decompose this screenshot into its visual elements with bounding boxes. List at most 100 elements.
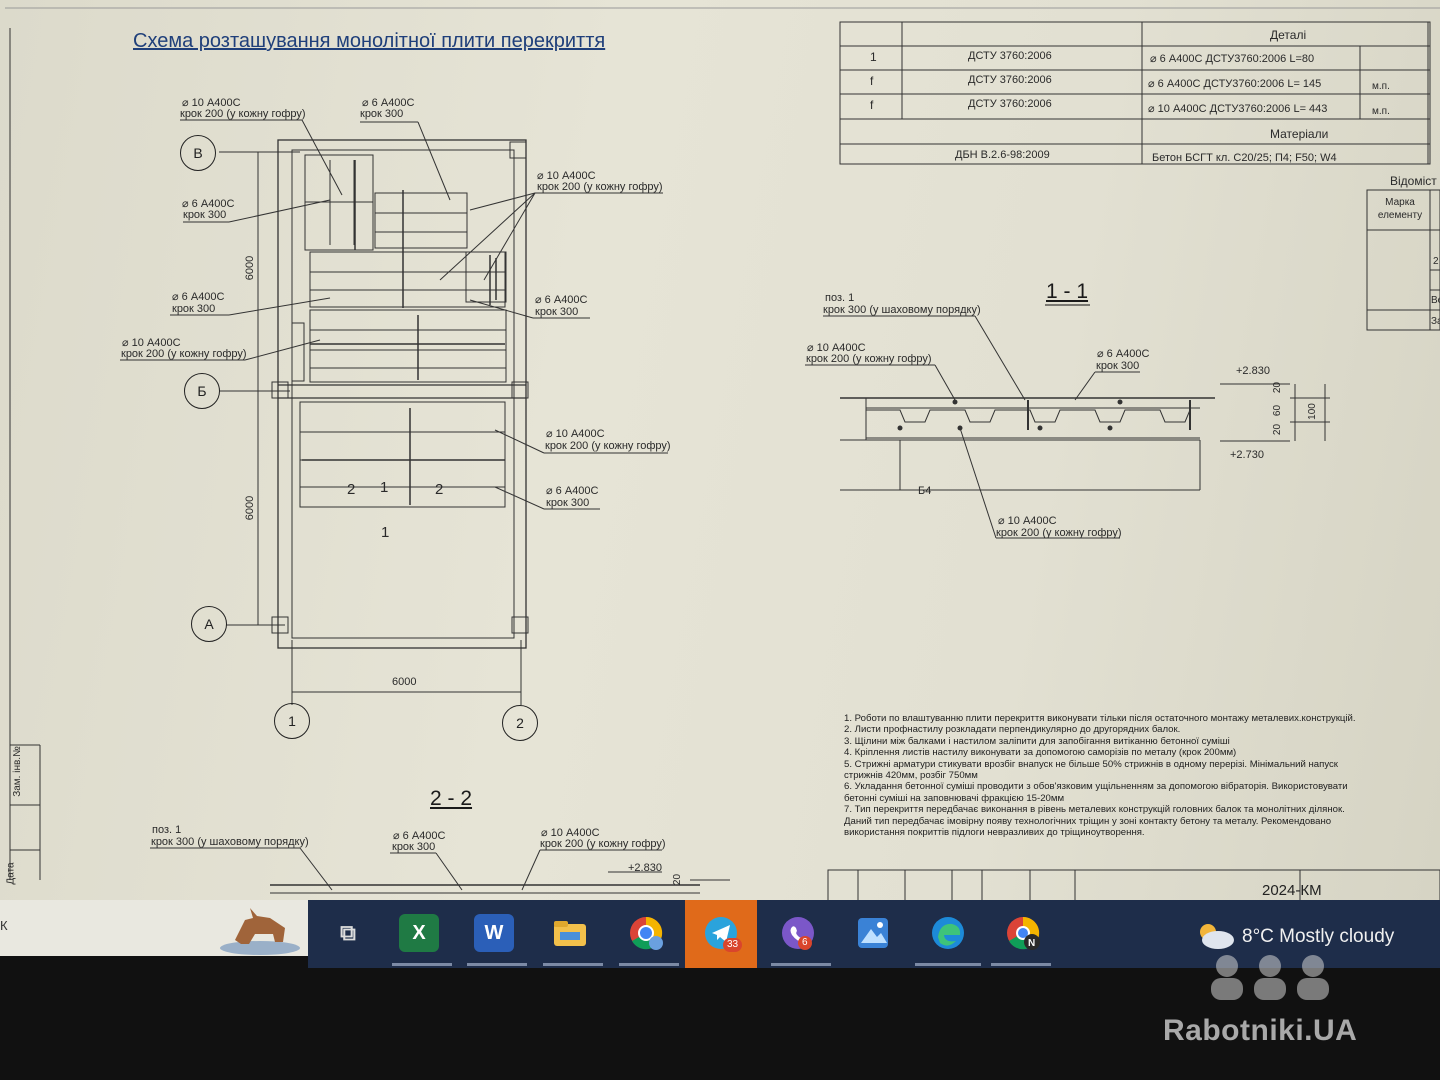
plan-label-8a: ⌀ 10 А400С (546, 428, 605, 440)
plan-label-8b: крок 200 (у кожну гофру) (545, 440, 671, 452)
plan-label-4a: ⌀ 6 А400С (182, 198, 235, 210)
axis-bubble-2: 2 (502, 705, 538, 741)
section-mark-2-right: 2 (435, 481, 444, 498)
s11-label-beam: Б4 (918, 485, 932, 497)
s11-dim-100: 100 (1306, 403, 1318, 420)
spec-row-3-desc: ⌀ 10 А400С ДСТУ3760:2006 L= 443 (1148, 103, 1328, 115)
side-table-title: Відоміст (1390, 174, 1437, 188)
plan-label-7b: крок 200 (у кожну гофру) (121, 348, 247, 360)
margin-label-inv: Зам. інв.№ (11, 746, 23, 797)
spec-row-1-doc: ДСТУ 3760:2006 (968, 50, 1052, 62)
plan-label-3b: крок 200 (у кожну гофру) (537, 181, 663, 193)
plan-label-1a: ⌀ 10 А400С (182, 97, 241, 109)
spec-row-1-desc: ⌀ 6 А400С ДСТУ3760:2006 L=80 (1150, 53, 1315, 65)
explorer-underline (543, 963, 603, 966)
plan-label-9b: крок 300 (546, 497, 590, 509)
edge-icon[interactable] (928, 914, 968, 952)
plan-label-1b: крок 200 (у кожну гофру) (180, 108, 306, 120)
weather-text[interactable]: 8°C Mostly cloudy (1242, 926, 1395, 947)
s22-label-step-200: крок 200 (у кожну гофру) (540, 838, 666, 850)
spec-header-materials: Матеріали (1270, 127, 1329, 141)
s22-level: +2.830 (628, 862, 662, 874)
side-table-col: Марка елементу (1377, 197, 1423, 221)
svg-text:N: N (1028, 938, 1035, 949)
section-mark-1-lower: 1 (381, 524, 390, 541)
wolf-widget-icon[interactable] (215, 900, 305, 956)
dim-vertical-bottom: 6000 (244, 495, 257, 521)
drawing-title: Схема розташування монолітної плити пере… (133, 30, 606, 52)
plan-label-6a: ⌀ 6 А400С (535, 294, 588, 306)
plan-label-7a: ⌀ 10 А400С (122, 337, 181, 349)
taskbar-widget-area: К (0, 900, 308, 956)
edge-underline (915, 963, 981, 966)
spec-row-1-pos: 1 (870, 50, 877, 64)
weather-icon[interactable] (1192, 918, 1238, 959)
s11-label-step-200b: крок 200 (у кожну гофру) (996, 527, 1122, 539)
note-line: Даний тип передбачає імовірну появу техн… (844, 815, 1332, 827)
drawing-linework (5, 7, 1440, 905)
section-2-2-title: 2 - 2 (430, 787, 473, 810)
axis-bubble-b: Б (184, 373, 220, 409)
chrome-n-icon[interactable]: N (1003, 914, 1043, 952)
spec-material-desc: Бетон БСГТ кл. С20/25; П4; F50; W4 (1152, 152, 1337, 164)
chrome-n-underline (991, 963, 1051, 966)
chrome-underline (619, 963, 679, 966)
note-line: використання покриттів підлоги невразлив… (844, 827, 1145, 839)
margin-label-k: К (0, 918, 8, 933)
spec-row-2-pos: f (870, 74, 874, 88)
s11-dim-20a: 20 (1272, 381, 1284, 394)
plan-label-3a: ⌀ 10 А400С (537, 170, 596, 182)
spec-row-3-doc: ДСТУ 3760:2006 (968, 98, 1052, 110)
general-notes: 1. Роботи по влаштуванню плити перекритт… (844, 713, 1404, 838)
watermark-workers-icon (1211, 955, 1329, 1000)
file-explorer-icon[interactable] (550, 914, 590, 952)
dim-horizontal: 6000 (392, 676, 417, 688)
note-line: 2. Листи профнастилу розкладати перпенди… (844, 724, 1181, 736)
word-underline (467, 963, 527, 966)
spec-row-3-pos: f (870, 98, 874, 112)
s11-level-bottom: +2.730 (1230, 449, 1264, 461)
s11-label-rebar-10b: ⌀ 10 А400С (998, 515, 1057, 527)
side-table-cell-1: 2 (1433, 256, 1439, 267)
s11-label-pos: поз. 1 (825, 292, 855, 304)
viber-underline (771, 963, 831, 966)
s11-label-step-200: крок 200 (у кожну гофру) (806, 353, 932, 365)
note-line: 7. Тип перекриття передбачає виконання в… (844, 804, 1345, 816)
photos-icon[interactable] (853, 914, 893, 952)
task-view-icon[interactable]: ⧉ (340, 920, 356, 945)
spec-material-doc: ДБН В.2.6-98:2009 (955, 149, 1050, 161)
note-line: 4. Кріплення листів настилу виконувати з… (844, 747, 1237, 759)
axis-bubble-v: В (180, 135, 216, 171)
plan-label-9a: ⌀ 6 А400С (546, 485, 599, 497)
watermark-text: Rabotniki.UA (1163, 1014, 1358, 1047)
s11-label-step: крок 300 (у шаховому порядку) (823, 304, 981, 316)
axis-bubble-a: А (191, 606, 227, 642)
excel-icon[interactable]: X (399, 914, 439, 952)
note-line: 1. Роботи по влаштуванню плити перекритт… (844, 713, 1356, 724)
axis-bubble-1: 1 (274, 703, 310, 739)
note-line: стрижнів 420мм, розбіг 750мм (844, 770, 978, 782)
plan-label-4b: крок 300 (183, 209, 227, 221)
taskbar: ⧉ X W 33 6 N (308, 900, 1440, 968)
s22-label-step-300: крок 300 (392, 841, 436, 853)
chrome-profile-icon[interactable] (626, 914, 666, 952)
stamp-code: 2024-КМ (1262, 882, 1322, 899)
s11-dim-20b: 20 (1272, 423, 1284, 436)
s11-label-step-300: крок 300 (1096, 360, 1140, 372)
s11-label-rebar-10: ⌀ 10 А400С (807, 342, 866, 354)
spec-row-3-unit: м.п. (1372, 106, 1390, 117)
section-mark-1-inner: 1 (380, 479, 389, 496)
s22-dim-20: 20 (672, 873, 684, 886)
side-table-cell-2: Ве (1431, 295, 1440, 306)
note-line: 3. Щілини між балками і настилом заліпит… (844, 735, 1230, 747)
margin-label-date: Дата (5, 862, 17, 885)
plan-label-6b: крок 300 (535, 306, 579, 318)
plan-label-5a: ⌀ 6 А400С (172, 291, 225, 303)
plan-label-2b: крок 300 (360, 108, 404, 120)
side-table-cell-3: За (1431, 316, 1440, 327)
word-icon[interactable]: W (474, 914, 514, 952)
spec-row-2-desc: ⌀ 6 А400С ДСТУ3760:2006 L= 145 (1148, 78, 1322, 90)
note-line: бетонні суміші на заповнювачі фракцією 1… (844, 792, 1065, 804)
s22-label-rebar-6: ⌀ 6 А400С (393, 830, 446, 842)
s11-dim-60: 60 (1272, 404, 1284, 417)
